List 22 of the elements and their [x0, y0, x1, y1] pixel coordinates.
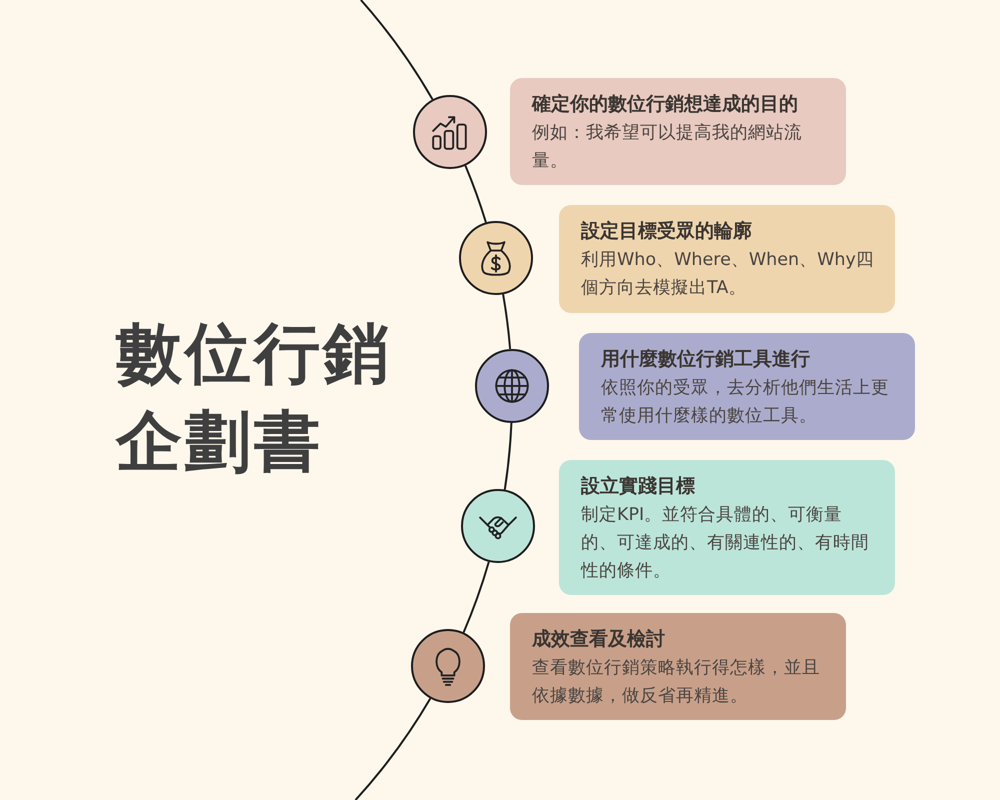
step-card	[579, 333, 915, 440]
title: 數位行銷企劃書	[116, 314, 393, 482]
step-heading: 成效查看及檢討	[532, 627, 666, 652]
step-card	[559, 205, 895, 313]
step-description: 利用Who、Where、When、Why四個方向去模擬出TA。	[581, 249, 875, 300]
curved-line	[360, 0, 434, 100]
step-heading: 確定你的數位行銷想達成的目的	[532, 92, 799, 117]
curved-line	[504, 422, 512, 490]
step-card	[510, 613, 846, 720]
step-description: 制定KPI。並符合具體的、可衡量的、可達成的、有關連性的、有時間性的條件。	[581, 504, 870, 583]
curved-line	[502, 294, 512, 350]
step-heading: 設定目標受眾的輪廓	[581, 219, 753, 244]
step-heading: 設立實踐目標	[581, 474, 696, 499]
step-description: 例如：我希望可以提高我的網站流量。	[532, 122, 803, 173]
step-description: 查看數位行銷策略執行得怎樣，並且依據數據，做反省再精進。	[532, 657, 821, 708]
step-card	[510, 78, 846, 185]
curved-line	[462, 562, 490, 633]
curved-line	[464, 165, 487, 223]
curved-line	[354, 698, 432, 800]
step-card	[559, 460, 895, 595]
step-description: 依照你的受眾，去分析他們生活上更常使用什麼樣的數位工具。	[601, 377, 890, 428]
step-heading: 用什麼數位行銷工具進行	[601, 347, 811, 372]
